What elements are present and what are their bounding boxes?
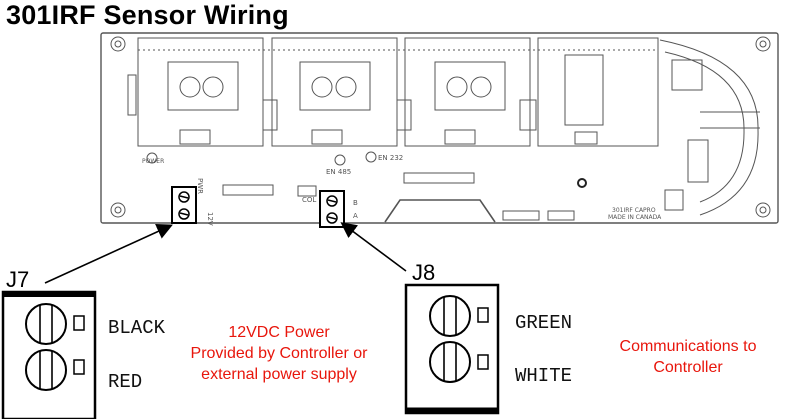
board-outline [100,32,779,224]
label-pwr: PWR [196,178,204,194]
power-note-line-3: external power supply [201,366,357,383]
comms-note-line-1: Communications to [619,338,757,355]
power-note-line-2: Provided by Controller or [190,345,368,362]
power-note-line-1: 12VDC Power [228,324,330,341]
label-volt: 12V [206,212,214,226]
comms-note-line-2: Controller [653,359,723,376]
j8-terminal-block [404,283,500,415]
label-en485: EN 485 [326,168,351,176]
socket-outline [384,199,496,223]
j7-terminal-block [1,290,97,419]
pin-headers [127,74,575,221]
label-made: MADE IN CANADA [608,214,662,221]
page-title: 301IRF Sensor Wiring [6,0,289,30]
j8-terminal-green: GREEN [515,312,573,334]
label-en232: EN 232 [378,154,403,162]
board-terminal-j7 [171,186,197,224]
heatsink-sections [137,37,659,147]
label-col: COL [302,196,316,204]
j7-terminal-red: RED [108,371,143,393]
sensor-arc [659,39,760,216]
mounting-holes [110,36,771,218]
led-en232 [365,151,377,163]
led-en485 [334,154,346,166]
j8-label: J8 [412,260,436,285]
circuit-board [100,32,779,224]
power-note: 12VDC Power Provided by Controller or ex… [168,322,390,385]
comms-note: Communications to Controller [598,336,778,378]
label-maker: 301IRF CAPRO [612,207,656,214]
j7-terminal-black: BLACK [108,317,166,339]
board-terminal-j8 [319,190,345,228]
label-a: A [353,212,358,220]
silkscreen-labels: EN 485 EN 232 POWER 301IRF CAPRO MADE IN… [142,154,662,226]
arrow-j7 [44,224,173,284]
j7-label: J7 [6,267,30,292]
label-b: B [353,199,358,207]
led-power [146,152,158,164]
j8-terminal-white: WHITE [515,365,573,387]
arrow-j8 [340,222,407,272]
label-power: POWER [142,158,164,165]
